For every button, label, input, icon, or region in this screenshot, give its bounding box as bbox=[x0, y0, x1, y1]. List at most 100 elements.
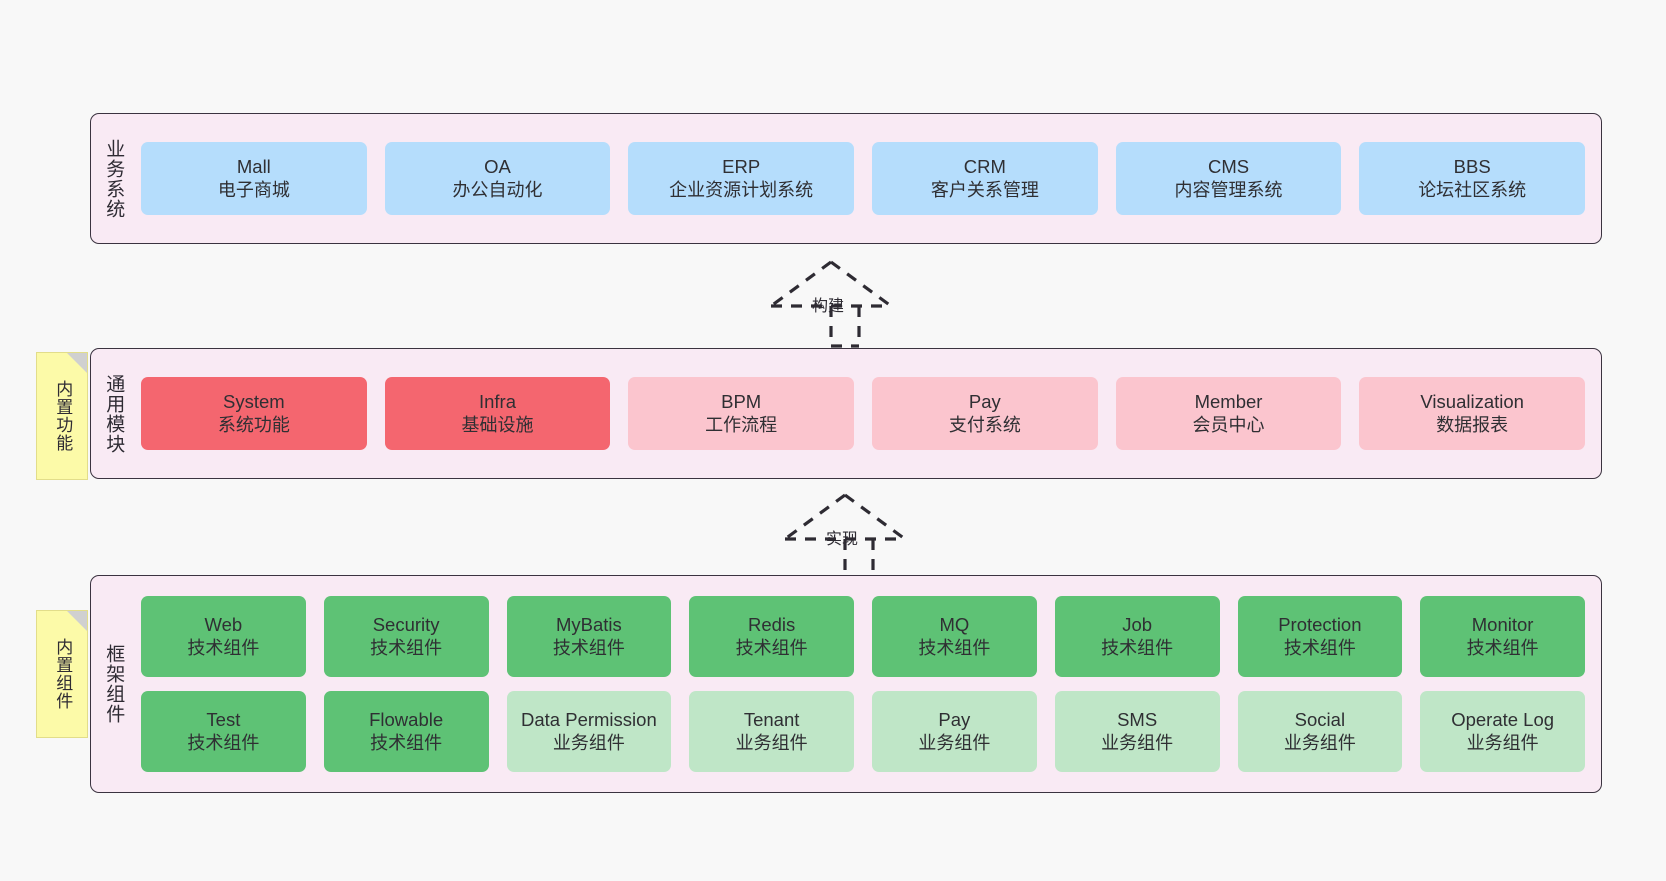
module-desc: 电子商城 bbox=[217, 179, 290, 200]
page-fold-icon bbox=[67, 611, 87, 631]
module-card-visualization[interactable]: Visualization 数据报表 bbox=[1359, 377, 1586, 450]
page-fold-icon bbox=[67, 353, 87, 373]
module-desc: 办公自动化 bbox=[452, 179, 543, 200]
module-card-mall[interactable]: Mall 电子商城 bbox=[141, 142, 367, 215]
sticky-note-builtin-components: 内置组件 bbox=[36, 610, 88, 738]
module-row: System 系统功能 Infra 基础设施 BPM 工作流程 Pay 支付系统… bbox=[141, 377, 1586, 450]
module-desc: 技术组件 bbox=[370, 637, 443, 658]
connector-build: 构建 bbox=[756, 256, 906, 348]
module-desc: 技术组件 bbox=[1283, 637, 1356, 658]
module-card-infra[interactable]: Infra 基础设施 bbox=[384, 377, 611, 450]
module-card-cms[interactable]: CMS 内容管理系统 bbox=[1115, 142, 1342, 215]
module-card-test[interactable]: Test 技术组件 bbox=[141, 691, 306, 772]
layer-body: System 系统功能 Infra 基础设施 BPM 工作流程 Pay 支付系统… bbox=[135, 349, 1601, 478]
module-row: Mall 电子商城 OA 办公自动化 ERP 企业资源计划系统 CRM 客户关系… bbox=[141, 142, 1586, 215]
module-name: Tenant bbox=[743, 709, 800, 731]
module-row: Test 技术组件 Flowable 技术组件 Data Permission … bbox=[141, 691, 1585, 772]
module-name: Pay bbox=[938, 709, 971, 731]
layer-business-systems: 业务系统 Mall 电子商城 OA 办公自动化 ERP 企业资源计划系统 CRM… bbox=[90, 113, 1602, 244]
module-card-social[interactable]: Social 业务组件 bbox=[1237, 691, 1403, 772]
module-desc: 支付系统 bbox=[948, 414, 1021, 435]
module-card-tenant[interactable]: Tenant 业务组件 bbox=[689, 691, 854, 772]
module-name: CRM bbox=[963, 156, 1006, 178]
module-name: Infra bbox=[478, 391, 517, 413]
module-desc: 业务组件 bbox=[1101, 732, 1174, 753]
module-desc: 内容管理系统 bbox=[1174, 179, 1283, 200]
module-desc: 业务组件 bbox=[1466, 732, 1539, 753]
module-name: Web bbox=[204, 614, 243, 636]
module-desc: 会员中心 bbox=[1192, 414, 1265, 435]
module-desc: 业务组件 bbox=[552, 732, 625, 753]
module-name: CMS bbox=[1207, 156, 1250, 178]
module-name: Monitor bbox=[1471, 614, 1534, 636]
module-name: Redis bbox=[747, 614, 796, 636]
module-name: Mall bbox=[236, 156, 271, 178]
module-card-system[interactable]: System 系统功能 bbox=[141, 377, 367, 450]
module-name: Test bbox=[206, 709, 241, 731]
module-card-mybatis[interactable]: MyBatis 技术组件 bbox=[506, 596, 672, 677]
module-name: Pay bbox=[968, 391, 1001, 413]
module-desc: 业务组件 bbox=[918, 732, 991, 753]
module-card-job[interactable]: Job 技术组件 bbox=[1054, 596, 1220, 677]
sticky-note-label: 内置功能 bbox=[53, 380, 73, 452]
module-name: Security bbox=[372, 614, 440, 636]
module-card-member[interactable]: Member 会员中心 bbox=[1115, 377, 1342, 450]
module-name: Operate Log bbox=[1451, 709, 1555, 731]
module-desc: 技术组件 bbox=[1101, 637, 1174, 658]
module-card-data-permission[interactable]: Data Permission 业务组件 bbox=[506, 691, 672, 772]
module-card-bpm[interactable]: BPM 工作流程 bbox=[628, 377, 855, 450]
module-name: Member bbox=[1194, 391, 1263, 413]
module-card-protection[interactable]: Protection 技术组件 bbox=[1237, 596, 1403, 677]
layer-title: 业务系统 bbox=[103, 138, 125, 219]
connector-label: 实现 bbox=[826, 531, 859, 548]
module-card-monitor[interactable]: Monitor 技术组件 bbox=[1420, 596, 1585, 677]
module-desc: 系统功能 bbox=[217, 414, 290, 435]
module-desc: 业务组件 bbox=[735, 732, 808, 753]
module-desc: 数据报表 bbox=[1436, 414, 1509, 435]
module-desc: 企业资源计划系统 bbox=[669, 179, 814, 200]
module-card-oa[interactable]: OA 办公自动化 bbox=[384, 142, 611, 215]
layer-body: Mall 电子商城 OA 办公自动化 ERP 企业资源计划系统 CRM 客户关系… bbox=[135, 114, 1601, 243]
module-desc: 技术组件 bbox=[735, 637, 808, 658]
layer-framework-components: 框架组件 Web 技术组件 Security 技术组件 MyBatis 技术组件… bbox=[90, 575, 1602, 793]
layer-title: 框架组件 bbox=[103, 644, 125, 724]
module-card-mq[interactable]: MQ 技术组件 bbox=[872, 596, 1037, 677]
module-card-redis[interactable]: Redis 技术组件 bbox=[689, 596, 854, 677]
module-name: Visualization bbox=[1420, 391, 1524, 413]
module-card-bbs[interactable]: BBS 论坛社区系统 bbox=[1359, 142, 1586, 215]
module-card-erp[interactable]: ERP 企业资源计划系统 bbox=[628, 142, 855, 215]
module-name: ERP bbox=[722, 156, 761, 178]
module-desc: 业务组件 bbox=[1283, 732, 1356, 753]
module-desc: 技术组件 bbox=[370, 732, 443, 753]
module-desc: 工作流程 bbox=[705, 414, 778, 435]
connector-implement: 实现 bbox=[770, 489, 920, 581]
module-name: Job bbox=[1122, 614, 1153, 636]
module-card-pay[interactable]: Pay 支付系统 bbox=[872, 377, 1098, 450]
module-card-pay-component[interactable]: Pay 业务组件 bbox=[872, 691, 1037, 772]
layer-common-modules: 通用模块 System 系统功能 Infra 基础设施 BPM 工作流程 Pay… bbox=[90, 348, 1602, 479]
module-name: BPM bbox=[721, 391, 762, 413]
module-name: Data Permission bbox=[521, 709, 657, 731]
module-row: Web 技术组件 Security 技术组件 MyBatis 技术组件 Redi… bbox=[141, 596, 1585, 677]
module-name: Flowable bbox=[369, 709, 444, 731]
module-card-flowable[interactable]: Flowable 技术组件 bbox=[323, 691, 489, 772]
module-name: OA bbox=[484, 156, 511, 178]
module-name: MyBatis bbox=[555, 614, 622, 636]
module-card-crm[interactable]: CRM 客户关系管理 bbox=[872, 142, 1098, 215]
layer-body: Web 技术组件 Security 技术组件 MyBatis 技术组件 Redi… bbox=[135, 576, 1601, 792]
module-name: MQ bbox=[939, 614, 970, 636]
module-card-web[interactable]: Web 技术组件 bbox=[141, 596, 306, 677]
sticky-note-label: 内置组件 bbox=[53, 638, 73, 710]
module-card-operate-log[interactable]: Operate Log 业务组件 bbox=[1420, 691, 1585, 772]
module-card-security[interactable]: Security 技术组件 bbox=[323, 596, 489, 677]
module-desc: 技术组件 bbox=[1466, 637, 1539, 658]
module-name: Protection bbox=[1278, 614, 1362, 636]
module-desc: 论坛社区系统 bbox=[1418, 179, 1527, 200]
module-card-sms[interactable]: SMS 业务组件 bbox=[1054, 691, 1220, 772]
module-desc: 技术组件 bbox=[187, 732, 260, 753]
module-desc: 技术组件 bbox=[918, 637, 991, 658]
module-desc: 技术组件 bbox=[552, 637, 625, 658]
module-name: SMS bbox=[1117, 709, 1158, 731]
module-desc: 基础设施 bbox=[461, 414, 534, 435]
